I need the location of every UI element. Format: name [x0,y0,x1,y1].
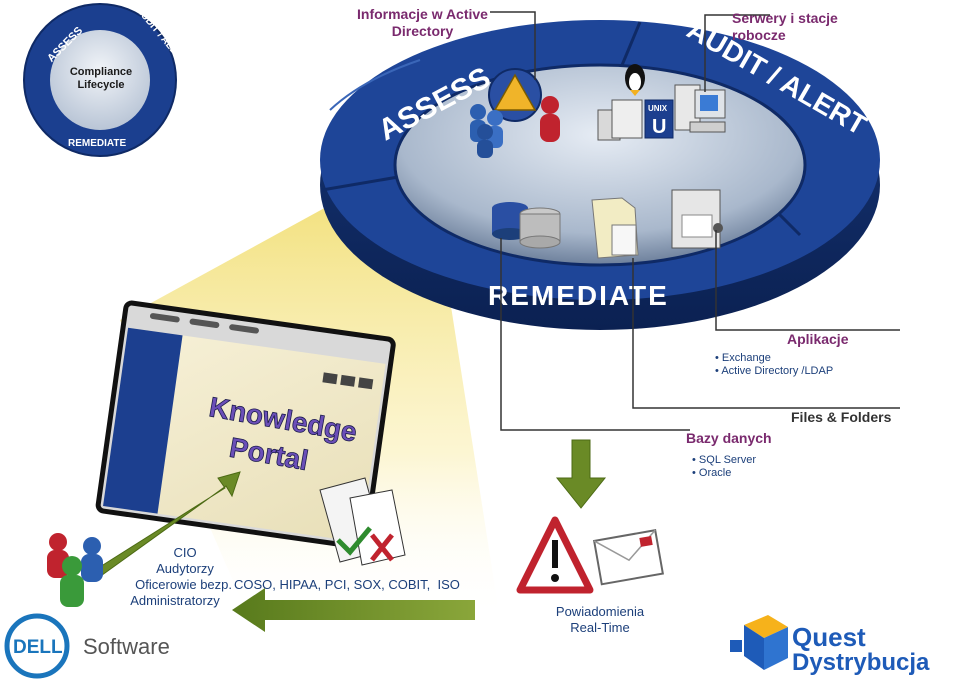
users-group-icon [470,104,503,158]
role-item: Administratorzy [130,593,220,608]
quest-label: Quest [792,622,866,652]
svg-text:U: U [652,116,666,138]
mini-remediate-label: REMEDIATE [68,138,126,149]
role-item: Oficerowie bezp. [135,577,232,592]
x-mark-icon [370,533,394,562]
portal-arrow [94,471,241,579]
ad-leader-line [490,11,536,80]
dell-logo: DELL [4,613,70,679]
active-directory-icon [488,68,542,122]
workstation-icon [674,84,726,133]
dell-software-label: Software [83,634,170,659]
standards-label: COSO, HIPAA, PCI, SOX, COBIT, ISO [234,577,460,592]
folder-icon [591,197,639,259]
apps-leader-line [715,230,900,331]
check-icon [336,526,372,556]
db-callout-title: Bazy danych [686,430,772,446]
dystrybucja-label: Dystrybucja [792,649,930,676]
knowledge-portal-window [95,300,396,550]
ring-remediate-label: REMEDIATE [488,280,669,311]
notifications-label: Powiadomienia Real-Time [555,604,645,635]
apps-item: Active Directory /LDAP [715,365,833,378]
server-icon [597,99,643,141]
linux-penguin-icon [625,64,645,96]
db-list: SQL Server Oracle [692,454,756,480]
servers-leader-line [704,14,770,92]
svg-text:UNIX: UNIX [648,104,668,113]
roles-list: CIO Audytorzy Oficerowie bezp. Administr… [108,545,232,609]
mini-cycle-center-title: Compliance Lifecycle [69,66,133,91]
apps-callout-title: Aplikacje [787,331,849,347]
ad-callout-title: Informacje w Active Directory [357,6,488,39]
apps-item: Exchange [715,352,833,365]
servers-callout-title: Serwery i stacje robocze [732,10,838,43]
notification-arrow [555,439,607,509]
db-item: Oracle [692,467,756,480]
apps-list: Exchange Active Directory /LDAP [715,352,833,378]
unix-icon: UNIX U [644,99,674,139]
role-item: Audytorzy [156,561,214,576]
db-leader-line [500,238,690,431]
files-callout-title: Files & Folders [791,409,892,425]
people-icon [47,533,103,607]
documents-icon [319,477,406,566]
envelope-icon [592,529,665,586]
role-item: CIO [173,545,197,560]
standards-arrow [232,588,475,632]
warning-icon [516,516,594,594]
quest-cube-icon [730,615,788,670]
database-icon [492,202,561,249]
db-item: SQL Server [692,454,756,467]
application-icon [671,189,723,249]
svg-text:DELL: DELL [13,637,63,658]
admin-user-icon [540,96,560,142]
files-leader-line [632,258,900,409]
